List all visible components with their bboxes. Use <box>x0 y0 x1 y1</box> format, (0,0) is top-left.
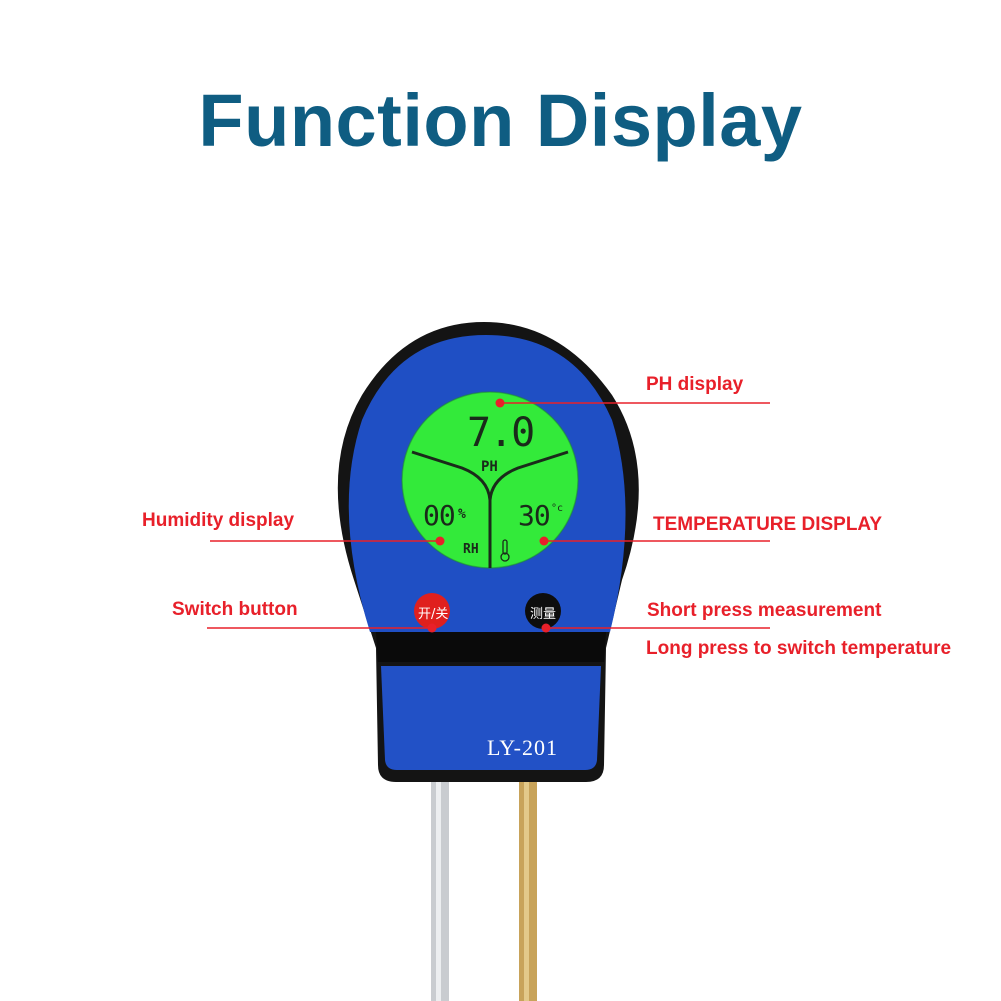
callout-dot-switch <box>427 623 437 633</box>
label-humidity-display: Humidity display <box>142 510 295 531</box>
lcd-screen <box>402 392 578 568</box>
power-button[interactable] <box>414 593 450 629</box>
temperature-reading: 30 <box>518 499 551 532</box>
temperature-unit: °c <box>551 503 564 514</box>
measure-button-label: 测量 <box>530 607 557 622</box>
thermometer-icon <box>500 539 510 562</box>
label-long-press: Long press to switch temperature <box>646 638 952 659</box>
power-button-label: 开/关 <box>418 607 449 622</box>
callout-dot-ph <box>495 398 505 408</box>
model-label: LY-201 <box>487 735 559 760</box>
page-title: Function Display <box>198 79 803 162</box>
label-temperature-display: TEMPERATURE DISPLAY <box>653 514 883 535</box>
callout-dot-temperature <box>539 536 549 546</box>
humidity-label: RH <box>463 542 479 557</box>
label-ph-display: PH display <box>646 374 744 395</box>
label-switch-button: Switch button <box>172 599 298 620</box>
humidity-unit: % <box>458 507 466 522</box>
callout-dot-humidity <box>435 536 445 546</box>
ph-reading: 7.0 <box>467 410 535 456</box>
measure-button[interactable] <box>525 593 561 629</box>
humidity-reading: 00 <box>423 499 456 532</box>
device-body-lower <box>381 666 601 770</box>
callout-dot-measure <box>541 623 551 633</box>
label-short-press: Short press measurement <box>647 600 882 621</box>
ph-unit: PH <box>481 459 498 475</box>
